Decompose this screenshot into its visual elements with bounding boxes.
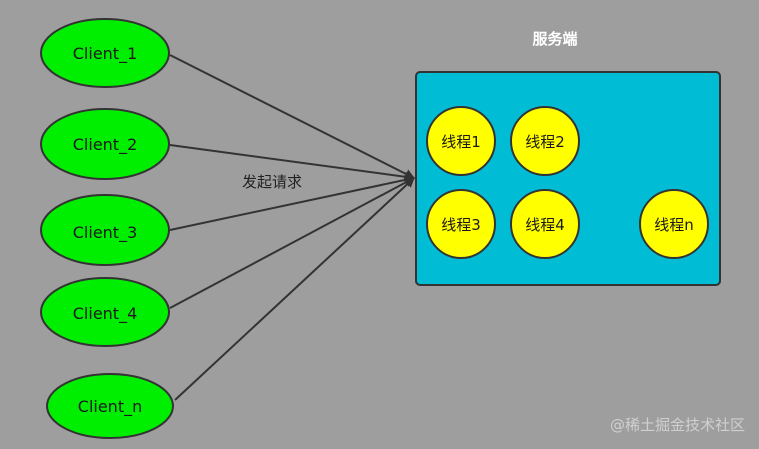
arrow-client-2: [169, 144, 415, 182]
thread-3: 线程3: [426, 189, 496, 259]
request-label: 发起请求: [242, 173, 302, 191]
arrow-client-1: [169, 54, 415, 179]
arrow-client-n: [174, 177, 415, 401]
client-label: Client_n: [78, 397, 142, 417]
thread-2: 线程2: [510, 106, 580, 176]
client-n: Client_n: [46, 373, 174, 439]
thread-label: 线程3: [441, 216, 481, 234]
thread-n: 线程n: [639, 189, 709, 259]
thread-4: 线程4: [510, 189, 580, 259]
client-3: Client_3: [40, 194, 170, 266]
thread-label: 线程4: [525, 216, 565, 234]
arrow-client-3: [169, 174, 415, 231]
request-arrows: [169, 54, 415, 401]
client-label: Client_1: [73, 44, 138, 64]
client-1: Client_1: [40, 18, 170, 88]
client-label: Client_2: [73, 135, 138, 155]
thread-label: 线程1: [441, 133, 481, 151]
client-label: Client_3: [73, 223, 138, 243]
client-label: Client_4: [73, 304, 138, 324]
watermark: @稀土掘金技术社区: [610, 416, 745, 434]
client-4: Client_4: [40, 277, 170, 347]
arrow-client-4: [169, 177, 415, 309]
thread-label: 线程n: [654, 216, 694, 234]
client-2: Client_2: [40, 108, 170, 180]
server-title: 服务端: [532, 30, 577, 48]
thread-1: 线程1: [426, 106, 496, 176]
thread-label: 线程2: [525, 133, 565, 151]
